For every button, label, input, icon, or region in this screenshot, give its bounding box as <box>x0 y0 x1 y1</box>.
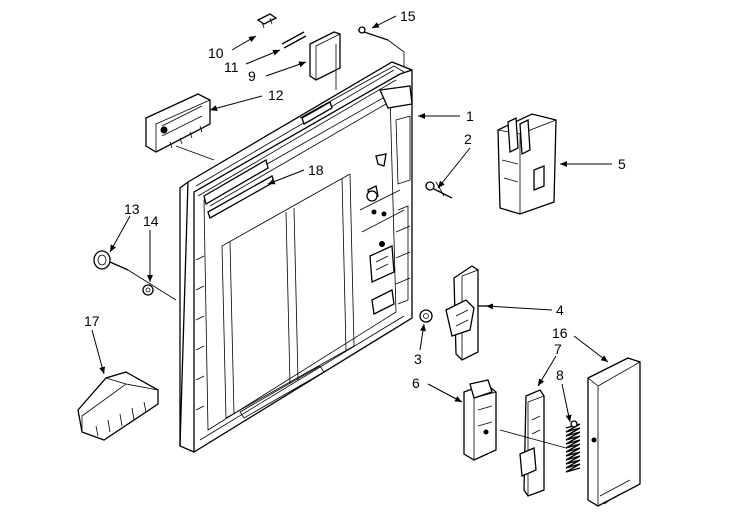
pin-part-11 <box>281 31 307 49</box>
latch-housing-part-5 <box>497 113 557 215</box>
assembly-line-8 <box>499 429 567 449</box>
slide-bracket-part-7 <box>519 389 545 497</box>
callout-8: 8 <box>556 367 564 383</box>
spring-part-8 <box>565 420 581 473</box>
callout-17: 17 <box>84 313 100 329</box>
callout-2: 2 <box>464 131 472 147</box>
assembly-line-13 <box>127 269 177 301</box>
callout-15: 15 <box>400 8 416 24</box>
assembly-line-12 <box>175 145 215 161</box>
inner-door-panel <box>179 61 413 453</box>
callout-3: 3 <box>414 351 422 367</box>
callout-16: 16 <box>552 325 568 341</box>
clip-part-10 <box>256 13 278 29</box>
callout-leaders <box>91 15 612 423</box>
assembly-line-15 <box>387 39 405 66</box>
callout-10: 10 <box>208 45 224 61</box>
latch-part-6 <box>463 379 497 461</box>
callout-11: 11 <box>224 59 239 75</box>
washer-part-14 <box>142 284 154 296</box>
nut-part-3 <box>419 309 433 323</box>
callout-9: 9 <box>248 68 256 84</box>
callout-1: 1 <box>466 108 474 124</box>
callout-5: 5 <box>618 156 626 172</box>
callout-18: 18 <box>308 162 324 178</box>
callout-14: 14 <box>143 213 159 229</box>
hinge-pin-part-2 <box>425 181 453 199</box>
rack-bumper-part-13 <box>93 250 129 271</box>
door-handle-part-17 <box>77 371 159 441</box>
callout-12: 12 <box>268 87 284 103</box>
cover-panel-part-16 <box>587 357 641 507</box>
screw-part-15 <box>357 26 389 41</box>
callout-13: 13 <box>124 201 140 217</box>
callout-4: 4 <box>556 302 564 318</box>
latch-part-4 <box>445 265 488 361</box>
callout-7: 7 <box>554 341 562 357</box>
vent-cover-part-9 <box>309 31 341 81</box>
callout-6: 6 <box>412 375 420 391</box>
handle-bracket-part-12 <box>145 93 211 153</box>
